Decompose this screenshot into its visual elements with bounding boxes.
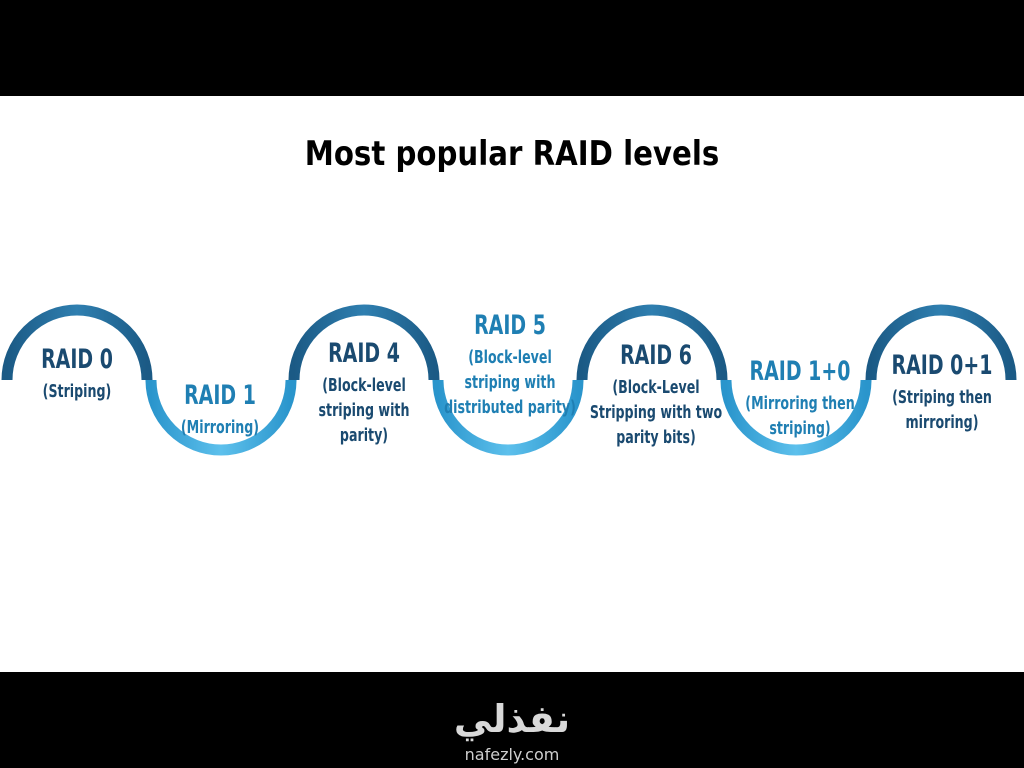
raid-1-name: RAID 1 [184,380,256,411]
arc-1 [1,304,153,381]
raid-01-name: RAID 0+1 [891,350,993,381]
raid-4-label: RAID 4 (Block-level striping with parity… [295,340,432,448]
arc-2 [145,379,297,456]
arc-5 [576,304,728,381]
raid-4-name: RAID 4 [328,338,400,369]
raid-01-label: RAID 0+1 (Striping then mirroring) [876,352,1007,435]
slide-title: Most popular RAID levels [304,134,720,174]
arc-7 [865,304,1017,381]
bottom-black-bar [0,672,1024,768]
raid-6-name: RAID 6 [620,340,692,371]
raid-1-desc: (Mirroring) [180,417,260,438]
raid-5-desc: (Block-level striping with distributed p… [444,347,576,418]
raid-10-name: RAID 1+0 [749,356,851,387]
top-black-bar [0,0,1024,96]
raid-5-label: RAID 5 (Block-level striping with distri… [440,312,580,420]
arc-6 [720,379,872,456]
raid-0-label: RAID 0 (Striping) [15,346,140,404]
raid-6-desc: (Block-Level Stripping with two parity b… [589,377,723,448]
raid-0-desc: (Striping) [42,381,112,402]
nafezly-url: nafezly.com [464,745,560,764]
arc-4 [432,379,584,456]
raid-01-desc: (Striping then mirroring) [892,387,992,433]
raid-5-name: RAID 5 [474,310,546,341]
arc-3 [288,304,440,381]
raid-6-label: RAID 6 (Block-Level Stripping with two p… [587,342,724,450]
raid-10-desc: (Mirroring then striping) [745,393,855,439]
slide-canvas [0,96,1024,672]
raid-10-label: RAID 1+0 (Mirroring then striping) [731,358,868,441]
raid-1-label: RAID 1 (Mirroring) [158,382,283,440]
raid-4-desc: (Block-level striping with parity) [318,375,410,446]
raid-0-name: RAID 0 [41,344,113,375]
nafezly-logo: نفذلي [453,697,571,741]
